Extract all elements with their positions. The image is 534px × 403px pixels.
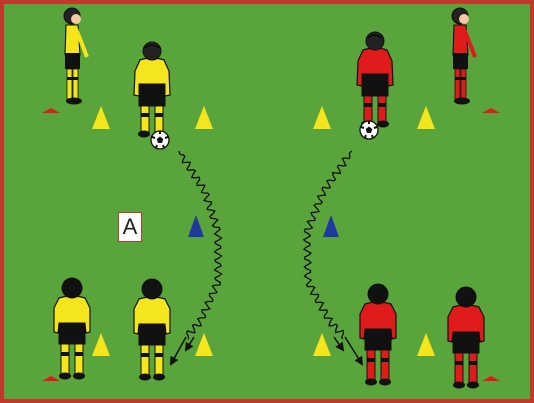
zone-label-a: A bbox=[118, 212, 142, 242]
soccer-ball-left bbox=[151, 131, 169, 149]
soccer-ball-right bbox=[360, 121, 378, 139]
